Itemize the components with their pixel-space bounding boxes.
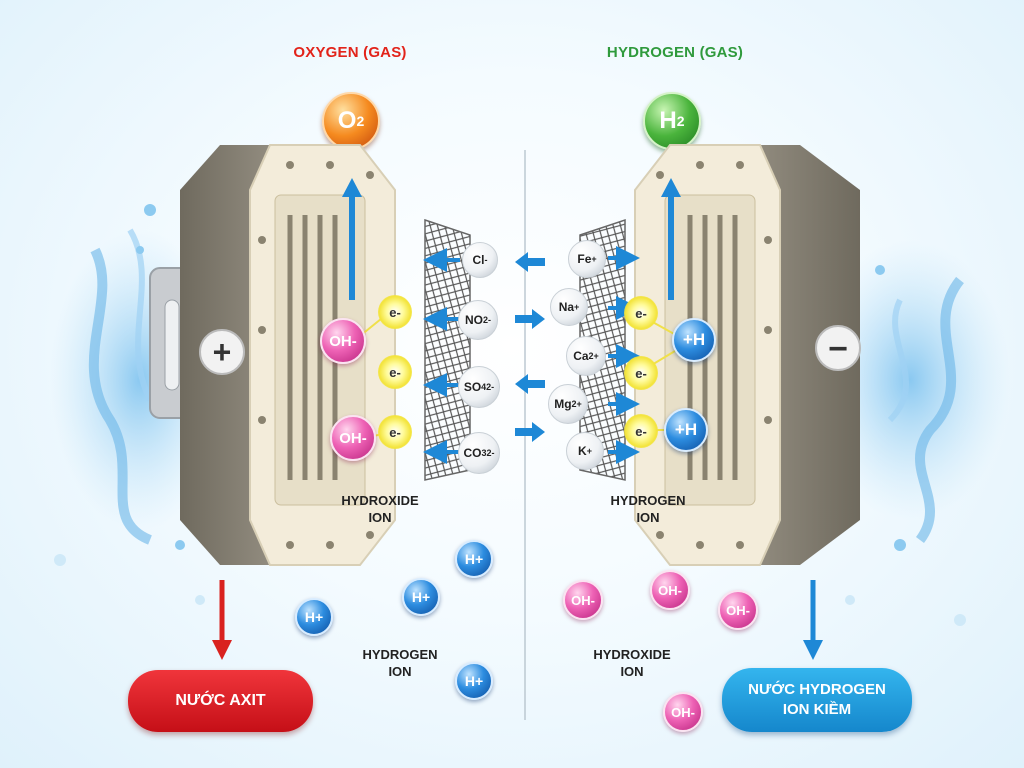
hydrogen-ion-right-2: +H bbox=[664, 408, 708, 452]
oxygen-gas-title: OXYGEN (GAS) bbox=[293, 44, 407, 61]
hydroxide-ion-free-2: OH- bbox=[650, 570, 690, 610]
hydrogen-ion-right-1: +H bbox=[672, 318, 716, 362]
acid-water-pill: NƯỚC AXIT bbox=[128, 670, 313, 732]
hydrogen-ion-free-3: H+ bbox=[295, 598, 333, 636]
cation-iron: Fe+ bbox=[568, 240, 606, 278]
anion-chloride: Cl- bbox=[462, 242, 498, 278]
migration-arrows bbox=[515, 252, 545, 442]
hydroxide-ion-free-4: OH- bbox=[663, 692, 703, 732]
electron-right-2: e- bbox=[624, 356, 658, 390]
cation-potassium: K+ bbox=[566, 432, 604, 470]
electron-right-3: e- bbox=[624, 414, 658, 448]
hydrogen-ion-free-4: H+ bbox=[455, 662, 493, 700]
anode-electrode bbox=[149, 144, 396, 566]
o2-subscript: 2 bbox=[356, 113, 365, 129]
cation-sodium: Na+ bbox=[550, 288, 588, 326]
h2-symbol: H bbox=[659, 107, 677, 134]
electron-left-1: e- bbox=[378, 295, 412, 329]
hydrogen-ion-label-right: HYDROGEN ION bbox=[610, 493, 686, 525]
electron-right-1: e- bbox=[624, 296, 658, 330]
electron-left-2: e- bbox=[378, 355, 412, 389]
hydrogen-ion-free-2: H+ bbox=[402, 578, 440, 616]
electron-left-3: e- bbox=[378, 415, 412, 449]
o2-symbol: O bbox=[337, 107, 357, 134]
hydroxide-ion-free-3: OH- bbox=[718, 590, 758, 630]
anode-sign: + bbox=[213, 334, 232, 370]
cathode-sign: − bbox=[828, 330, 848, 368]
alkaline-water-pill: NƯỚC HYDROGEN ION KIỀM bbox=[722, 668, 912, 732]
hydroxide-ion-label-bottom: HYDROXIDE ION bbox=[593, 647, 671, 679]
hydroxide-ion-free-1: OH- bbox=[563, 580, 603, 620]
hydrogen-ion-free-1: H+ bbox=[455, 540, 493, 578]
anion-arrows bbox=[423, 248, 460, 464]
h2-subscript: 2 bbox=[676, 113, 685, 129]
hydrogen-ion-label-bottom: HYDROGEN ION bbox=[362, 647, 438, 679]
hydroxide-ion-1: OH- bbox=[320, 318, 366, 364]
hydrogen-gas-title: HYDROGEN (GAS) bbox=[606, 44, 744, 61]
hydroxide-ion-label-left: HYDROXIDE ION bbox=[341, 493, 419, 525]
hydroxide-ion-2: OH- bbox=[330, 415, 376, 461]
